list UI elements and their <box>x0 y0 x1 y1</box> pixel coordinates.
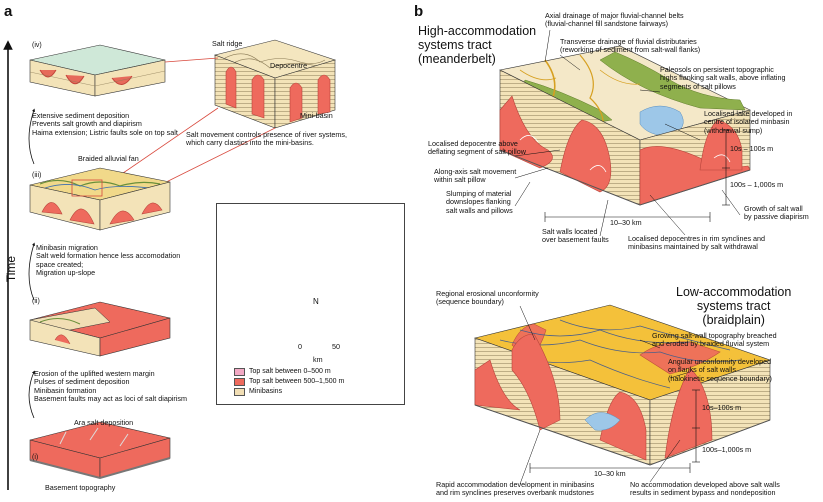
scale-zero: 0 <box>298 342 302 351</box>
legend-item: Top salt between 0–500 m <box>234 367 344 377</box>
salt-walls-label: Salt walls located over basement faults <box>542 227 609 245</box>
map-frame <box>216 203 405 405</box>
rim-synclines-label: Localised depocentres in rim synclines a… <box>628 234 766 252</box>
legend-swatch-tan <box>234 388 245 396</box>
legend-swatch-red <box>234 378 245 386</box>
panel-a-letter: a <box>4 3 13 20</box>
paleosols-label: Paleosols on persistent topographic high… <box>660 65 786 91</box>
legend-label: Top salt between 500–1,500 m <box>249 378 345 385</box>
panel-b-letter: b <box>414 3 424 20</box>
north-label: N <box>313 297 319 306</box>
note-braided-fan: Braided alluvial fan <box>78 154 139 163</box>
block-i <box>29 421 171 480</box>
high-accom-title: High-accommodation systems tract (meande… <box>418 24 537 66</box>
thickness-lower-1: 10s–100s m <box>702 403 742 412</box>
high-accom-block <box>499 45 751 206</box>
legend-item: Minibasins <box>234 387 344 397</box>
scale-fifty: 50 <box>332 342 340 351</box>
legend-label: Top salt between 0–500 m <box>249 368 331 375</box>
basement-topography-label: Basement topography <box>45 483 116 492</box>
salt-ridge-label: Salt ridge <box>212 39 243 48</box>
legend-swatch-pink <box>234 368 245 376</box>
ara-salt-label: Ara salt deposition <box>74 418 134 427</box>
rapid-accommodation-label: Rapid accommodation development in minib… <box>436 480 595 498</box>
legend-label: Minibasins <box>249 388 283 395</box>
block-ii <box>29 301 171 357</box>
note-stage-i-ii: Erosion of the uplifted western margin P… <box>34 369 187 404</box>
width-upper: 10–30 km <box>610 218 642 227</box>
angular-unconformity-label: Angular unconformity developed on flanks… <box>668 357 772 383</box>
low-accom-title: Low-accommodation systems tract (braidpl… <box>676 285 792 327</box>
stage-iii-label: (iii) <box>32 172 42 179</box>
regional-unconformity-label: Regional erosional unconformity (sequenc… <box>436 289 539 307</box>
stage-iv-label: (iv) <box>32 42 42 49</box>
stage-ii-label: (ii) <box>32 298 40 305</box>
transverse-drainage-label: Transverse drainage of fluvial distribut… <box>560 37 701 55</box>
thickness-upper-2: 100s – 1,000s m <box>730 180 784 189</box>
lake-label: Localised lake developed in centre of is… <box>704 109 793 135</box>
map-legend: Top salt between 0–500 m Top salt betwee… <box>234 367 344 397</box>
growing-topography-label: Growing salt-wall topography breached an… <box>652 331 777 349</box>
stage-i-label: (i) <box>32 454 39 461</box>
thickness-upper-1: 10s – 100s m <box>730 144 774 153</box>
time-axis-label: Time <box>4 255 19 283</box>
thickness-lower-2: 100s–1,000s m <box>702 445 752 454</box>
localised-depocentre-label: Localised depocentre above deflating seg… <box>428 139 526 157</box>
scale-unit: km <box>313 355 323 364</box>
legend-item: Top salt between 500–1,500 m <box>234 377 344 387</box>
along-axis-label: Along-axis salt movement within salt pil… <box>434 167 517 185</box>
slumping-label: Slumping of material downslopes flanking… <box>446 189 513 215</box>
note-stage-ii-iii: Minibasin migration Salt weld formation … <box>36 243 181 278</box>
note-stage-iii-iv: Extensive sediment deposition Prevents s… <box>32 111 178 137</box>
growth-salt-wall-label: Growth of salt wall by passive diapirism <box>744 204 809 222</box>
width-lower: 10–30 km <box>594 469 626 478</box>
block-iii <box>29 167 171 231</box>
axial-drainage-label: Axial drainage of major fluvial-channel … <box>545 11 684 29</box>
block-iv <box>29 44 166 97</box>
zoom-caption: Salt movement controls presence of river… <box>186 130 347 148</box>
zoom-block <box>214 39 336 129</box>
no-accommodation-label: No accommodation developed above salt wa… <box>630 480 780 498</box>
minibasin-label: Mini-basin <box>300 111 333 120</box>
low-accom-block <box>473 304 771 466</box>
depocentre-label: Depocentre <box>270 61 308 70</box>
